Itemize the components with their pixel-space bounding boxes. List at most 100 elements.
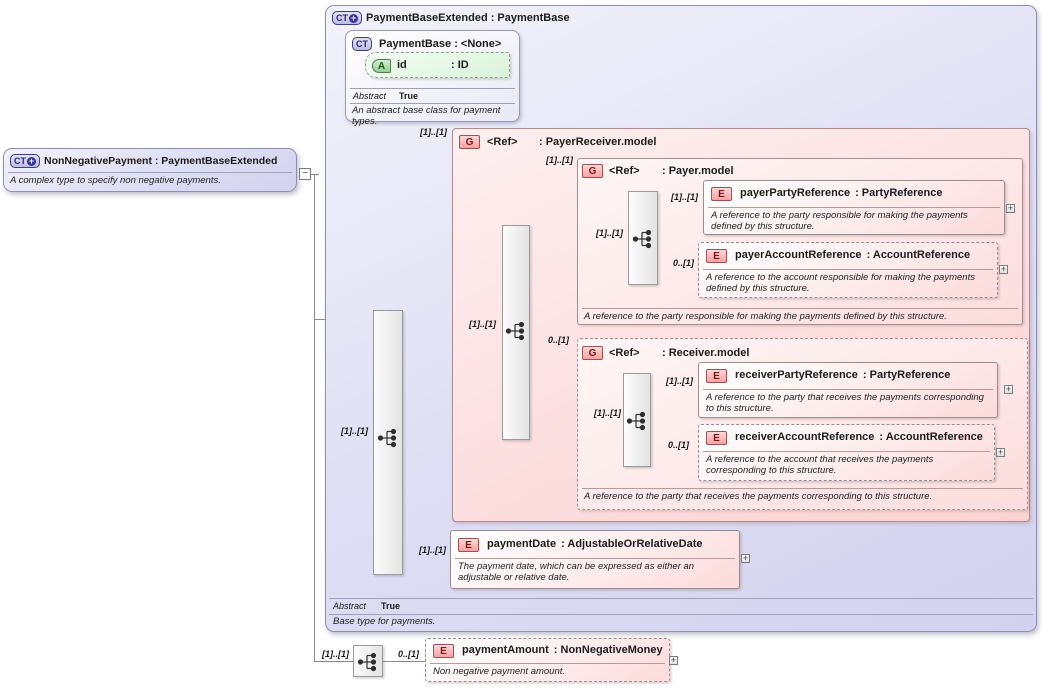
connector-line [314, 174, 315, 661]
complextype-badge-label: CT [356, 39, 368, 49]
cardinality-label: [1]..[1] [594, 408, 621, 418]
divider [329, 598, 1033, 599]
type-title: PaymentBase : <None> [379, 38, 502, 50]
group-type-label: : Payer.model [662, 165, 734, 177]
element-description: A reference to the party responsible for… [711, 210, 968, 232]
element-description: Non negative payment amount. [433, 666, 566, 677]
sequence-icon [377, 428, 399, 453]
group-ref-label: <Ref> [609, 165, 640, 177]
element-box-paymentamount[interactable]: E paymentAmount: NonNegativeMoney Non ne… [425, 638, 670, 682]
divider [703, 389, 993, 390]
cardinality-label: [1]..[1] [469, 319, 496, 329]
element-badge: E [706, 369, 727, 383]
cardinality-label: 0..[1] [673, 258, 695, 268]
expand-button[interactable]: + [1004, 384, 1013, 394]
type-box-nonnegativepayment[interactable]: CT+ NonNegativePayment : PaymentBaseExte… [3, 148, 297, 192]
cardinality-label: [1]..[1] [420, 127, 447, 137]
element-description: The payment date, which can be expressed… [458, 561, 695, 583]
group-type-label: : Receiver.model [662, 347, 750, 359]
cardinality-label: [1]..[1] [322, 649, 349, 659]
abstract-label: Abstract [333, 601, 367, 611]
cardinality-label: 0..[1] [398, 649, 420, 659]
extension-plus-icon: + [349, 12, 358, 23]
collapse-button[interactable]: − [299, 168, 311, 180]
cardinality-label: [1]..[1] [419, 545, 446, 555]
connector-line [314, 661, 353, 662]
element-name: payerPartyReference [740, 187, 851, 199]
complextype-badge: CT [352, 37, 372, 51]
element-box-receiveraccountreference[interactable]: E receiverAccountReference: AccountRefer… [698, 424, 995, 481]
element-box-paymentdate[interactable]: E paymentDate: AdjustableOrRelativeDate … [450, 530, 740, 589]
element-title: paymentAmount: NonNegativeMoney [462, 644, 663, 656]
expand-button[interactable]: + [999, 264, 1008, 274]
divider [329, 614, 1033, 615]
expand-button[interactable]: + [996, 447, 1005, 457]
type-footer-description: An abstract base class for payment types… [352, 105, 501, 127]
element-badge: E [433, 644, 454, 658]
element-name: receiverPartyReference [735, 369, 858, 381]
element-description: A reference to the account responsible f… [706, 272, 975, 294]
complextype-badge-label: CT [336, 13, 348, 23]
abstract-label: Abstract [353, 91, 387, 101]
attribute-name: id [397, 59, 407, 71]
element-name: paymentDate [487, 538, 557, 550]
element-description: A reference to the account that receives… [706, 454, 934, 476]
group-badge: G [582, 164, 603, 178]
sequence-compositor [502, 225, 530, 440]
sequence-compositor [628, 191, 658, 285]
attribute-box-id[interactable]: A id : ID [365, 52, 510, 78]
connector-line [311, 174, 319, 175]
sequence-icon [357, 652, 379, 677]
attribute-badge: A [372, 59, 391, 73]
complextype-badge-label: CT [14, 156, 26, 166]
cardinality-label: [1]..[1] [666, 376, 693, 386]
divider [703, 451, 990, 452]
type-description: A complex type to specify non negative p… [10, 175, 221, 186]
extension-plus-icon: + [27, 155, 36, 166]
element-box-receiverpartyreference[interactable]: E receiverPartyReference : PartyReference… [698, 362, 998, 418]
element-badge: E [458, 538, 479, 552]
element-badge: E [706, 249, 727, 263]
group-type-label: : PayerReceiver.model [539, 136, 657, 148]
divider [708, 207, 1000, 208]
cardinality-label: [1]..[1] [671, 192, 698, 202]
expand-button[interactable]: + [741, 553, 750, 563]
element-type: : AdjustableOrRelativeDate [561, 538, 703, 550]
group-badge: G [459, 135, 480, 149]
group-ref-label: <Ref> [487, 136, 518, 148]
complextype-badge: CT+ [332, 11, 362, 25]
abstract-value: True [381, 601, 401, 611]
type-footer-description: Base type for payments. [333, 616, 436, 627]
sequence-icon [632, 229, 654, 254]
element-box-payeraccountreference[interactable]: E payerAccountReference: AccountReferenc… [698, 242, 998, 298]
group-footer-description: A reference to the party that receives t… [584, 491, 933, 502]
element-badge: E [711, 187, 732, 201]
divider [582, 308, 1018, 309]
expand-button[interactable]: + [1006, 203, 1015, 213]
abstract-value: True [399, 91, 419, 101]
expand-button[interactable]: + [669, 655, 678, 665]
divider [582, 488, 1023, 489]
divider [703, 269, 993, 270]
element-title: receiverPartyReference : PartyReference [735, 369, 950, 381]
cardinality-label: [1]..[1] [596, 228, 623, 238]
sequence-icon [626, 411, 648, 436]
element-type: : PartyReference [855, 187, 943, 199]
sequence-icon [505, 321, 527, 346]
cardinality-label: [1]..[1] [341, 426, 368, 436]
connector-line [383, 661, 425, 662]
cardinality-label: 0..[1] [668, 440, 690, 450]
element-title: payerAccountReference: AccountReference [735, 249, 970, 261]
divider [430, 663, 665, 664]
sequence-compositor [353, 645, 383, 677]
element-type: : PartyReference [862, 369, 951, 381]
divider [350, 103, 515, 104]
element-box-payerpartyreference[interactable]: E payerPartyReference : PartyReference A … [703, 180, 1005, 235]
sequence-compositor [373, 310, 403, 575]
divider [350, 88, 515, 89]
element-title: paymentDate : AdjustableOrRelativeDate [487, 538, 703, 550]
element-badge: E [706, 431, 727, 445]
element-name: receiverAccountReference [735, 431, 875, 443]
sequence-compositor [623, 373, 651, 467]
type-title: NonNegativePayment : PaymentBaseExtended [44, 155, 278, 167]
